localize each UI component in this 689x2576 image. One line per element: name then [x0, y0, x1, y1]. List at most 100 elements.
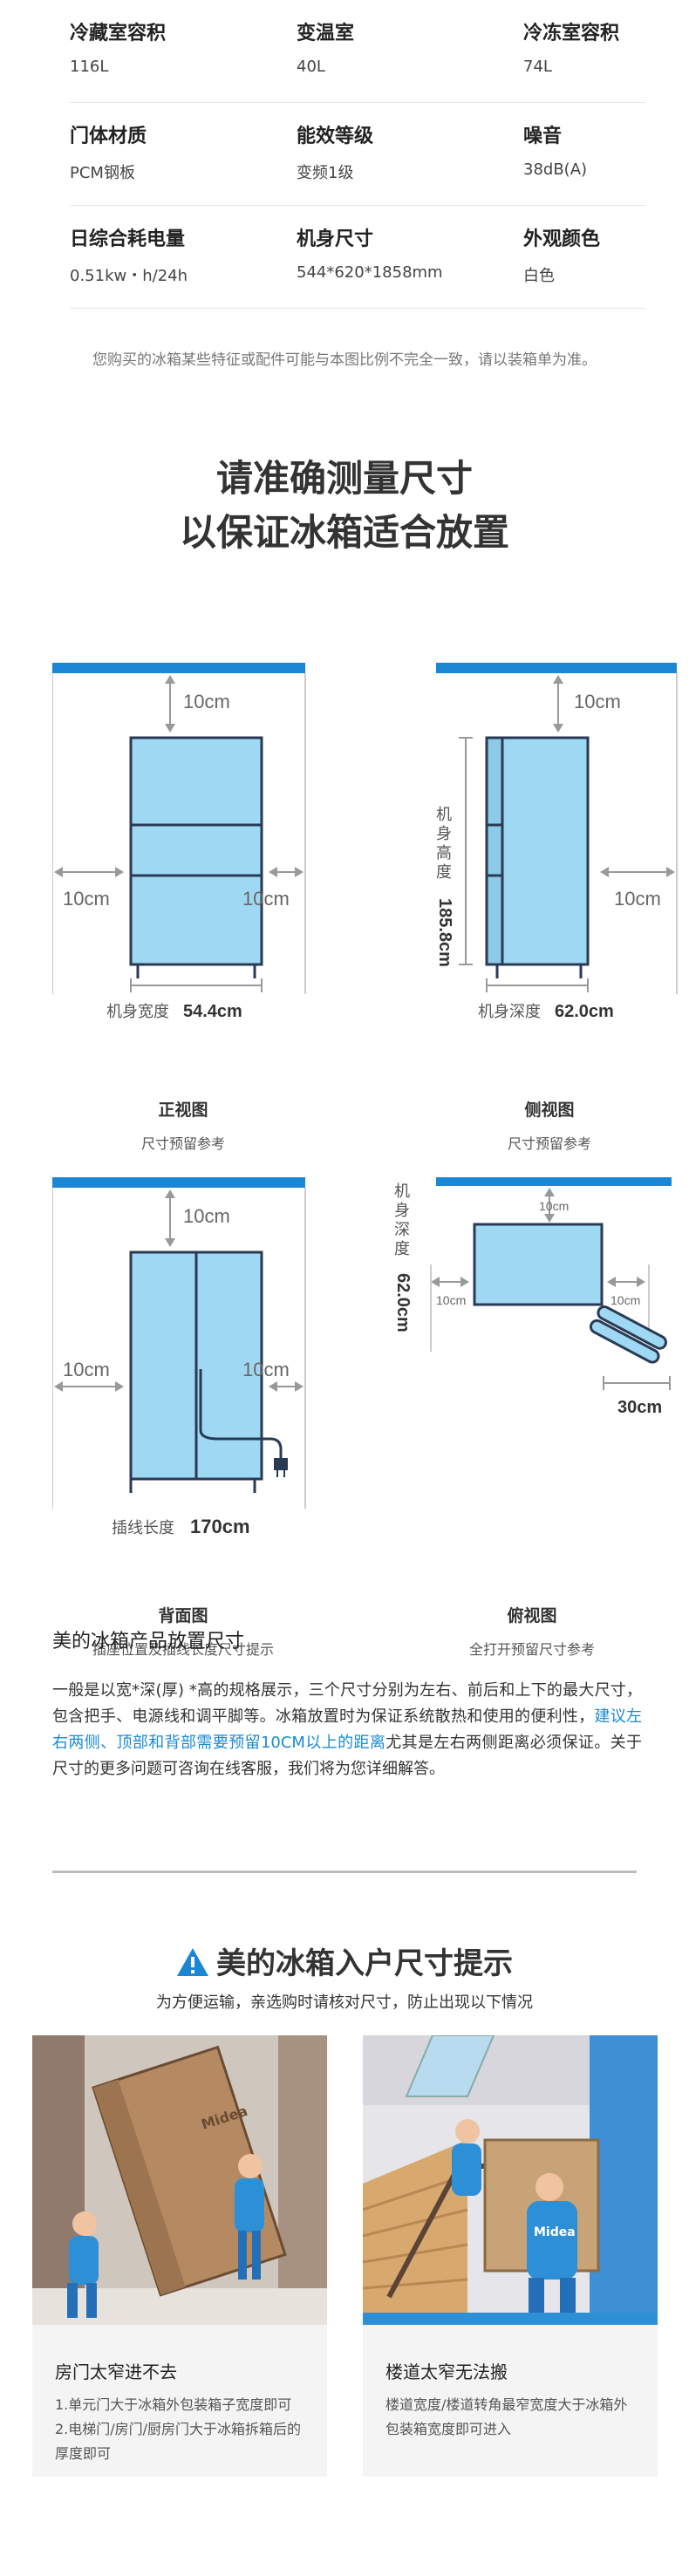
arrow-head [295, 1381, 304, 1392]
top-depth-value: 62.0cm [393, 1273, 413, 1332]
arrow-head [544, 1214, 555, 1223]
arrow-head [165, 675, 175, 684]
para-text: 尤其是左右两侧距离必须保证。关于尺寸的更多问题可咨询在线客服，我们将为您详细解答… [52, 1734, 642, 1778]
arrow-head [666, 867, 675, 877]
depth-value: 62.0cm [555, 1002, 614, 1021]
spec-cell: 能效等级变频1级 [297, 120, 373, 183]
back-view-title: 背面图 [96, 1603, 270, 1626]
fridge-door [485, 823, 504, 877]
arrow-head [637, 1277, 645, 1287]
spec-label: 日综合耗电量 [70, 228, 186, 250]
headline-line-1: 请准确测量尺寸 [215, 457, 473, 500]
top-view-title-text: 俯视图 [507, 1606, 557, 1625]
entry-subtitle: 为方便运输，亲选购时请核对尺寸，防止出现以下情况 [156, 1993, 533, 2012]
entry-title: 美的冰箱入户尺寸提示 [0, 1939, 689, 1982]
top-view-title: 俯视图 [445, 1603, 619, 1626]
top-gap-label: 10cm [574, 691, 621, 712]
arrow-head [54, 867, 63, 877]
arrow-head [431, 1277, 440, 1287]
width-label: 机身宽度 [106, 1003, 169, 1021]
spec-label: 噪音 [523, 126, 563, 147]
top-depth-label: 机 身 深 度 [394, 1182, 415, 1258]
para-highlight: 建议左右两侧、顶部和背部需要预留10CM以上的距离 [52, 1707, 643, 1752]
arrow-head [165, 724, 175, 733]
spec-value: 74L [523, 58, 552, 76]
cord-label: 插线长度 [112, 1519, 174, 1537]
back-view-svg: 10cm 10cm 10cm 插线长度 170cm [52, 1177, 306, 1537]
top-view-subtitle: 全打开预留尺寸参考 [468, 1641, 595, 1658]
warning-icon [177, 1948, 208, 1976]
height-label-char: 高 [436, 844, 452, 862]
side-view-subtitle: 尺寸预留参考 [507, 1135, 591, 1152]
spec-cell: 噪音 38dB(A) [523, 120, 587, 179]
front-view-svg: 10cm 10cm 10cm 机身宽度 54.4cm [52, 663, 306, 1021]
top-depth-label-char: 深 [394, 1221, 410, 1239]
top-depth-label-char: 身 [394, 1202, 410, 1220]
side-view-diagram: 10cm 机 身 高 度 185.8cm 10cm 机身深度 62.0cm [427, 663, 680, 1029]
top-view-diagram: 机 身 深 度 62.0cm 10cm 10cm 10cm 30cm [375, 1177, 676, 1474]
right-gap-label: 10cm [614, 888, 661, 910]
depth-label: 机身深度 [478, 1003, 541, 1021]
height-value: 185.8cm [435, 898, 454, 967]
front-view-subtitle: 尺寸预留参考 [140, 1135, 225, 1152]
spec-value: 38dB(A) [523, 160, 588, 179]
back-view-subtitle: 插座位置及插线长度尺寸提示 [92, 1641, 274, 1658]
cord-value: 170cm [190, 1516, 250, 1537]
spec-label: 外观颜色 [523, 228, 601, 250]
spec-label: 能效等级 [297, 126, 374, 147]
spec-value: 544*620*1858mm [297, 263, 443, 282]
spec-label: 门体材质 [70, 126, 147, 147]
front-view-title: 正视图 [96, 1097, 270, 1121]
spec-cell: 日综合耗电量 0.51kw・h/24h [70, 223, 188, 286]
front-view-title-text: 正视图 [158, 1101, 208, 1120]
wall-bar [436, 1177, 672, 1186]
disclaimer: 您购买的冰箱某些特征或配件可能与本图比例不完全一致，请以装箱单为准。 [92, 351, 597, 369]
placement-paragraph: 一般是以宽*深(厚) *高的规格展示，三个尺寸分别为左右、前后和上下的最大尺寸，… [52, 1678, 642, 1782]
open-door-group [589, 1305, 667, 1364]
left-gap-label: 10cm [63, 888, 110, 910]
fridge-door [485, 874, 504, 966]
spec-value: 0.51kw・h/24h [70, 267, 188, 285]
wall-bar [52, 663, 305, 673]
right-gap-label: 10cm [611, 1293, 640, 1307]
spec-value: 116L [70, 58, 109, 76]
top-view-svg: 机 身 深 度 62.0cm 10cm 10cm 10cm 30cm [393, 1177, 672, 1417]
back-view-diagram: 10cm 10cm 10cm 插线长度 170cm [52, 1177, 314, 1544]
top-gap-label: 10cm [183, 1205, 230, 1227]
fridge-top [473, 1223, 604, 1306]
left-gap-label: 10cm [436, 1293, 466, 1307]
fridge-body [129, 736, 263, 966]
arrow-head [165, 1238, 175, 1247]
height-label-char: 机 [436, 806, 452, 824]
plug-icon [274, 1458, 288, 1470]
entry-title-text: 美的冰箱入户尺寸提示 [216, 1946, 513, 1981]
spec-value: 40L [297, 58, 325, 76]
door-gap-label: 30cm [617, 1398, 662, 1417]
card-line: 1.单元门大于冰箱外包装箱子宽度即可 [55, 2396, 292, 2413]
card-title: 楼道太窄无法搬 [385, 2361, 508, 2382]
door-too-narrow-illustration: Midea [32, 2035, 327, 2325]
back-view-title-text: 背面图 [158, 1606, 208, 1625]
arrow-head [295, 867, 304, 877]
arrow-head [544, 1188, 555, 1196]
card-title: 房门太窄进不去 [55, 2361, 177, 2382]
left-gap-label: 10cm [63, 1359, 110, 1380]
section-divider [52, 1871, 637, 1873]
arrow-head [269, 1381, 277, 1392]
back-gap-label: 10cm [539, 1199, 569, 1213]
arrow-head [115, 1381, 124, 1392]
fridge-door [485, 736, 504, 827]
arrow-head [269, 867, 277, 877]
right-gap-label: 10cm [242, 1359, 290, 1380]
arrow-head [460, 1277, 469, 1287]
top-depth-label-char: 度 [394, 1240, 410, 1258]
width-value: 54.4cm [183, 1002, 242, 1021]
arrow-head [600, 867, 609, 877]
